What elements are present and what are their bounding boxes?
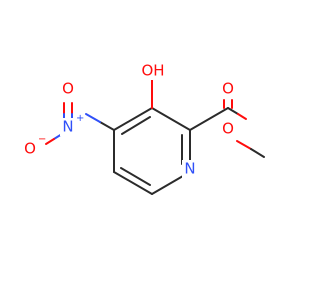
ester-group: [189, 99, 265, 158]
bond-c6-c5: [113, 171, 153, 195]
bond-carbonyl-c-ester-o: [227, 107, 239, 115]
carbonyl-oxygen-label: O: [222, 80, 234, 98]
nitro-oxygen-top-label: O: [62, 80, 74, 98]
bond-c2-carbonyl-c: [189, 107, 229, 131]
bond-c6-c5-inner: [120, 167, 151, 186]
bond-ester-o-methyl-red: [236, 140, 252, 150]
bond-ester-o-methyl: [250, 148, 265, 158]
bond-c4-n-black: [99, 121, 115, 131]
bond-n-o-bottom-red: [45, 138, 55, 145]
bond-c3-c2: [151, 107, 191, 131]
nitro-oxygen-bottom-charge: −: [38, 134, 46, 145]
bond-c4-c3-inner: [121, 116, 151, 135]
bond-n1-c6: [151, 175, 184, 195]
pyridine-ring: [113, 107, 191, 195]
bond-carbonyl-ester-o-red: [237, 113, 247, 120]
ester-oxygen-label: O: [222, 120, 234, 138]
hydroxyl-label: OH: [141, 62, 164, 80]
nitro-nitrogen-label: N: [62, 118, 73, 136]
nitro-nitrogen-charge: +: [76, 113, 84, 124]
nitro-oxygen-bottom-label: O: [24, 140, 36, 158]
bond-c4-n-blue: [85, 113, 101, 123]
bond-c4-c3: [113, 107, 153, 131]
atom-labels: OH O O O N + O − N: [22, 62, 236, 178]
molecule-structure: OH O O O N + O − N: [22, 61, 265, 195]
ring-nitrogen-label: N: [184, 160, 195, 178]
